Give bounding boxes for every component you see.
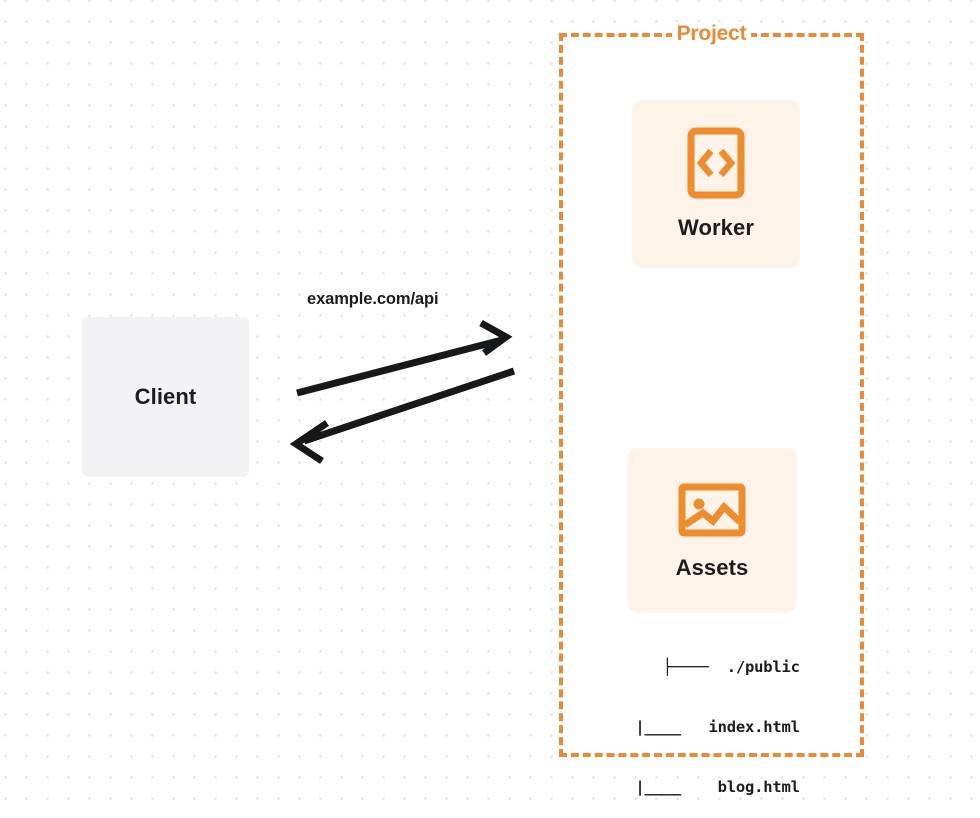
worker-node-label: Worker (678, 215, 754, 240)
connection-label: example.com/api (307, 290, 439, 308)
response-arrow-icon (289, 367, 516, 464)
file-tree-row: ├──── ./public (662, 658, 800, 676)
request-arrow-icon (296, 319, 513, 397)
file-tree-row: |____ blog.html (608, 778, 800, 796)
project-group-title: Project (671, 22, 752, 46)
image-icon (678, 483, 746, 536)
code-brackets-icon (687, 127, 745, 199)
client-node[interactable]: Client (82, 317, 249, 477)
file-tree-row: |____ index.html (608, 718, 800, 736)
asset-file-tree: ├──── ./public |____ index.html |____ bl… (608, 617, 800, 818)
connection-arrows (289, 319, 516, 464)
assets-node[interactable]: Assets (628, 448, 796, 613)
worker-node[interactable]: Worker (632, 100, 800, 268)
client-node-label: Client (134, 384, 197, 409)
assets-node-label: Assets (675, 554, 749, 580)
